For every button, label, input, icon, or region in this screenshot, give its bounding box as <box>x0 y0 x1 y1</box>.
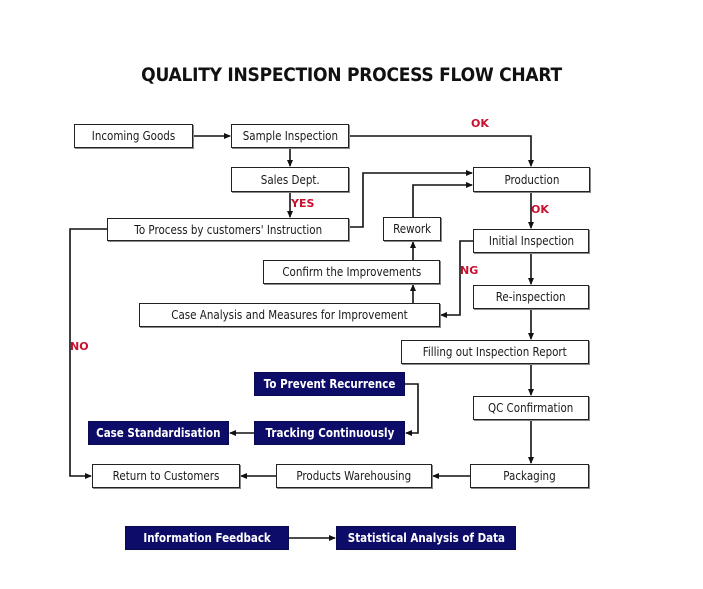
node-label: QC Confirmation <box>488 401 574 415</box>
node-to-process: To Process by customers' Instruction <box>107 218 349 241</box>
node-case-standardisation: Case Standardisation <box>88 421 229 445</box>
node-label: Information Feedback <box>143 531 271 545</box>
node-case-analysis: Case Analysis and Measures for Improveme… <box>139 303 440 327</box>
node-filling-report: Filling out Inspection Report <box>401 340 589 364</box>
node-packaging: Packaging <box>470 464 589 488</box>
node-label: Products Warehousing <box>296 469 412 483</box>
chart-title: QUALITY INSPECTION PROCESS FLOW CHART <box>141 64 562 86</box>
node-sample-inspection: Sample Inspection <box>231 124 349 148</box>
node-confirm-improvements: Confirm the Improvements <box>263 260 440 284</box>
node-incoming-goods: Incoming Goods <box>74 124 193 148</box>
node-tracking-continuously: Tracking Continuously <box>254 421 405 445</box>
node-label: Incoming Goods <box>91 129 176 143</box>
node-label: Packaging <box>503 469 556 483</box>
node-return-to-customers: Return to Customers <box>92 464 240 488</box>
node-label: Sales Dept. <box>260 172 320 187</box>
edge-label-no: NO <box>70 340 89 353</box>
node-label: Confirm the Improvements <box>282 265 421 279</box>
edge-label-ok-production: OK <box>531 203 549 216</box>
node-initial-inspection: Initial Inspection <box>473 229 589 253</box>
node-products-warehousing: Products Warehousing <box>276 464 432 488</box>
edge-process-to-production <box>349 170 473 228</box>
edge-label-yes: YES <box>291 197 315 210</box>
node-rework: Rework <box>383 217 441 241</box>
node-label: Production <box>504 172 559 187</box>
edge-label-ok-sample: OK <box>471 117 489 130</box>
node-label: To Process by customers' Instruction <box>134 222 322 237</box>
node-label: To Prevent Recurrence <box>263 377 396 391</box>
node-label: Initial Inspection <box>488 234 574 248</box>
node-information-feedback: Information Feedback <box>125 526 289 550</box>
node-label: Return to Customers <box>112 469 220 483</box>
node-sales-dept: Sales Dept. <box>231 167 349 192</box>
node-label: Case Analysis and Measures for Improveme… <box>171 308 408 322</box>
node-production: Production <box>473 167 590 192</box>
node-label: Case Standardisation <box>96 426 221 440</box>
edge-process-to-return <box>69 228 107 479</box>
node-label: Filling out Inspection Report <box>422 345 567 359</box>
edge-initial-to-case-analysis <box>440 240 473 318</box>
node-prevent-recurrence: To Prevent Recurrence <box>254 372 405 396</box>
node-label: Statistical Analysis of Data <box>347 531 505 545</box>
node-label: Tracking Continuously <box>265 426 394 440</box>
node-label: Re-inspection <box>496 290 566 304</box>
node-statistical-analysis: Statistical Analysis of Data <box>336 526 516 550</box>
edge-rework-to-production <box>412 182 473 217</box>
node-label: Sample Inspection <box>242 129 338 143</box>
edge-sample-to-production <box>349 135 534 167</box>
edge-label-ng: NG <box>460 264 479 277</box>
node-label: Rework <box>392 222 432 236</box>
node-qc-confirmation: QC Confirmation <box>473 396 589 420</box>
edge-prevent-to-tracking <box>405 383 419 436</box>
node-re-inspection: Re-inspection <box>473 285 589 309</box>
